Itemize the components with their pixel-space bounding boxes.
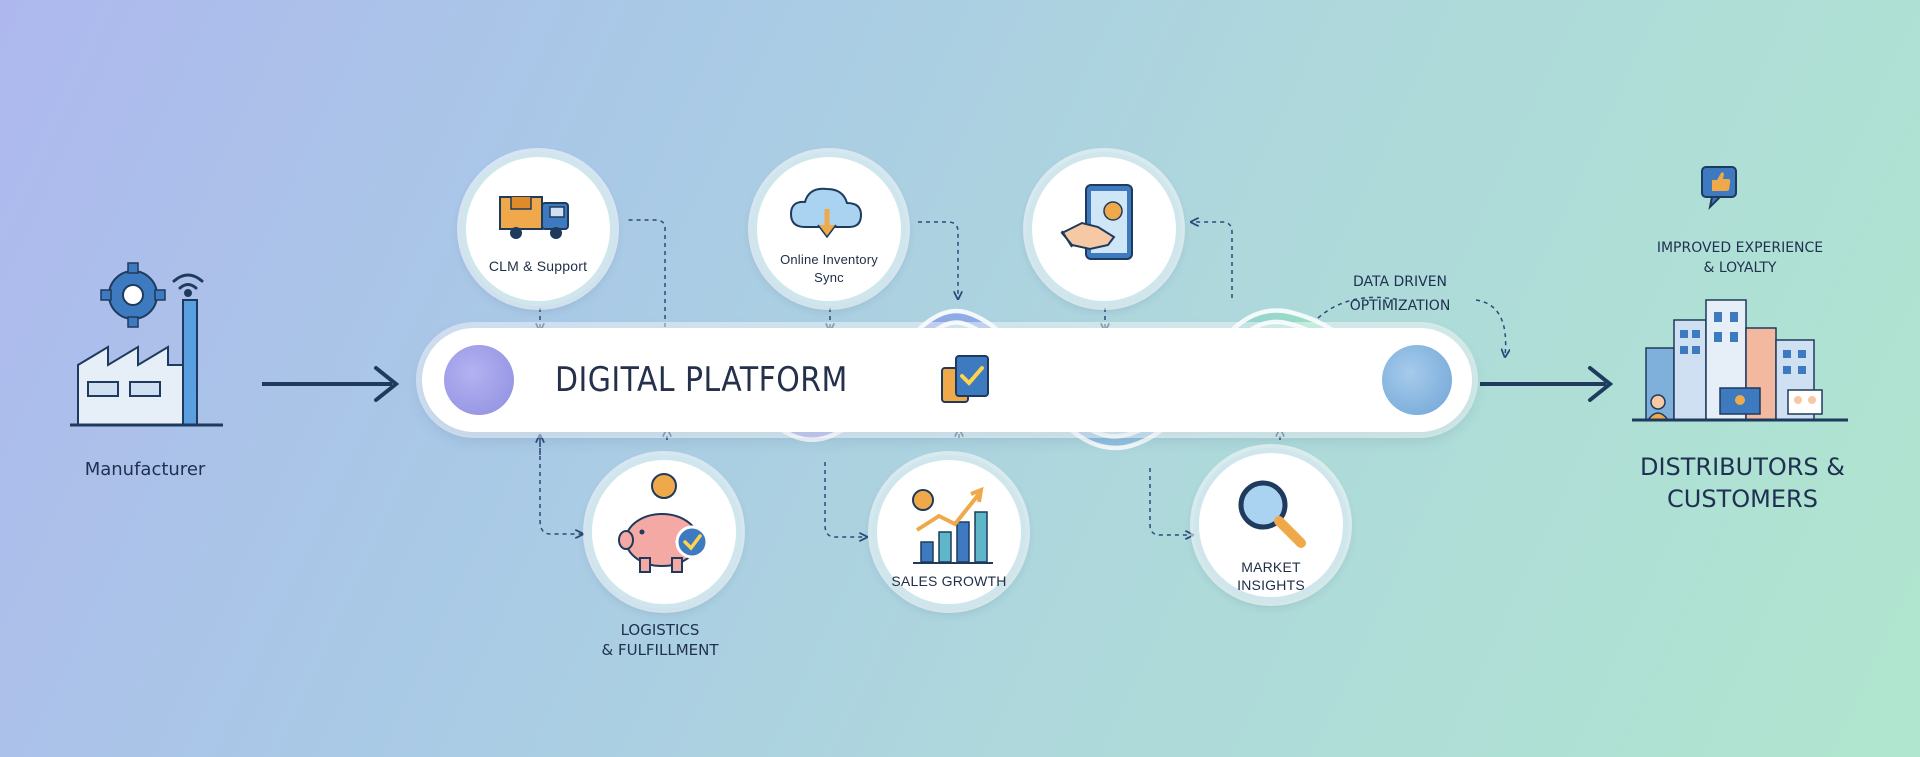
piggy-bank-icon — [618, 473, 709, 573]
distributors-caption-line1: DISTRIBUTORS & — [1639, 453, 1846, 481]
city-buildings-icon — [1628, 290, 1853, 430]
node-clm-support-label: CLM & Support — [488, 258, 588, 274]
thumbs-up-icon — [1700, 165, 1740, 225]
node-tablet-handshake — [1027, 152, 1181, 306]
node-market-insights-label: MARKET INSIGHTS — [1237, 559, 1305, 593]
arrow-manufacturer-to-platform — [262, 366, 400, 402]
magnifier-icon — [1238, 480, 1306, 548]
node-sales-growth: SALES GROWTH — [872, 455, 1026, 609]
node-online-inventory-sync: Online Inventory Sync — [752, 152, 906, 306]
manufacturer-factory-icon — [68, 255, 228, 435]
bar-chart-growth-icon — [912, 486, 993, 564]
node-sales-growth-label: SALES GROWTH — [891, 573, 1007, 589]
data-driven-caption-line1: DATA DRIVEN — [1352, 274, 1448, 290]
node-online-inventory-label-2: Sync — [814, 270, 844, 285]
logistics-caption-line2: & FULFILLMENT — [601, 641, 719, 659]
node-logistics-fulfillment — [587, 455, 741, 609]
manufacturer-label: Manufacturer — [84, 459, 206, 480]
node-clm-support: CLM & Support — [461, 152, 615, 306]
improved-caption-line2: & LOYALTY — [1703, 260, 1777, 276]
arrow-platform-to-customers — [1480, 366, 1614, 402]
gear-icon — [100, 262, 166, 328]
logistics-caption-line1: LOGISTICS — [620, 621, 700, 639]
distributors-caption-line2: CUSTOMERS — [1667, 485, 1818, 513]
truck-icon — [499, 196, 569, 239]
platform-title: DIGITAL PLATFORM — [555, 360, 848, 400]
improved-caption-line1: IMPROVED EXPERIENCE — [1656, 240, 1824, 256]
node-online-inventory-label-1: Online Inventory — [780, 252, 878, 267]
wifi-icon — [172, 273, 204, 297]
platform-left-dot — [444, 345, 514, 415]
checklist-icon — [938, 350, 998, 410]
cloud-download-icon — [789, 187, 863, 239]
platform-right-dot — [1382, 345, 1452, 415]
tablet-handshake-icon — [1060, 184, 1133, 260]
dashed-connectors — [540, 220, 1506, 537]
data-driven-caption-line2: OPTIMIZATION — [1349, 298, 1451, 314]
node-market-insights: MARKET INSIGHTS — [1194, 448, 1348, 602]
